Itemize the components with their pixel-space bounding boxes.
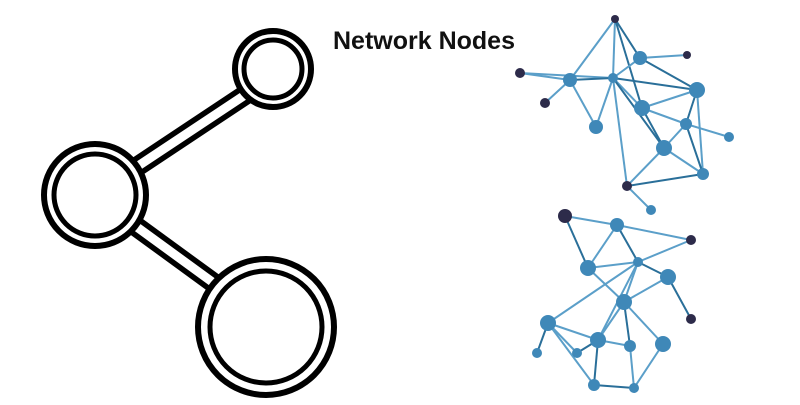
network-node xyxy=(515,68,525,78)
network-node xyxy=(656,140,672,156)
network-edge xyxy=(614,18,641,59)
network-node xyxy=(655,336,671,352)
network-edge xyxy=(637,239,692,263)
network-node xyxy=(540,98,550,108)
network-node xyxy=(633,51,647,65)
network-edge xyxy=(587,261,639,269)
network-node xyxy=(724,132,734,142)
network-node xyxy=(610,218,624,232)
network-edge xyxy=(616,224,639,263)
network-node xyxy=(646,205,656,215)
network-edges xyxy=(519,18,730,389)
network-edge xyxy=(612,18,616,79)
network-edge xyxy=(629,345,635,389)
network-node xyxy=(680,118,692,130)
network-node xyxy=(624,340,636,352)
network-node xyxy=(660,269,676,285)
network-node xyxy=(590,332,606,348)
network-edge xyxy=(623,276,669,303)
network-node xyxy=(686,314,696,324)
network-node xyxy=(622,181,632,191)
network-edge xyxy=(685,123,704,175)
network-edge xyxy=(639,57,698,91)
network-node xyxy=(683,51,691,59)
network-edge xyxy=(626,185,652,211)
network-nodes xyxy=(515,15,734,393)
network-edge xyxy=(595,77,614,128)
network-node xyxy=(558,209,572,223)
network-node xyxy=(572,348,582,358)
network-node xyxy=(697,168,709,180)
network-edge xyxy=(547,322,595,386)
network-edge xyxy=(641,89,698,109)
network-node xyxy=(588,379,600,391)
page-title: Network Nodes xyxy=(333,27,515,55)
network-node xyxy=(589,120,603,134)
network-edge xyxy=(623,301,664,345)
network-node xyxy=(532,348,542,358)
network-node xyxy=(563,73,577,87)
network-node xyxy=(633,257,643,267)
share-icon-node-top xyxy=(232,28,314,110)
network-graph xyxy=(515,15,734,393)
network-node xyxy=(580,260,596,276)
network-edge xyxy=(569,18,616,81)
network-node xyxy=(689,82,705,98)
network-edge xyxy=(639,54,688,59)
share-icon-connector-bottom xyxy=(120,212,236,302)
network-edge xyxy=(593,384,635,389)
network-node xyxy=(634,100,650,116)
network-edge xyxy=(547,261,639,324)
network-node xyxy=(616,294,632,310)
network-edge xyxy=(616,224,692,241)
network-edge xyxy=(569,77,614,81)
network-node xyxy=(608,73,618,83)
share-icon-node-left xyxy=(41,141,149,249)
network-edge xyxy=(564,215,618,226)
network-edge xyxy=(685,123,730,138)
network-edge xyxy=(626,173,704,187)
network-edge xyxy=(587,224,618,269)
network-edge xyxy=(547,322,599,341)
share-icon-connector-top xyxy=(122,85,255,180)
network-edge xyxy=(614,18,643,109)
network-node xyxy=(629,383,639,393)
network-edge xyxy=(587,267,625,303)
share-icon xyxy=(41,28,337,398)
network-node xyxy=(540,315,556,331)
network-edge xyxy=(696,89,704,175)
network-edge xyxy=(612,77,698,91)
share-icon-node-bottom xyxy=(195,256,337,398)
network-edge xyxy=(626,147,665,187)
network-node xyxy=(686,235,696,245)
network-edge xyxy=(612,77,628,187)
network-edge xyxy=(569,79,597,128)
network-edge xyxy=(564,215,589,269)
network-node xyxy=(611,15,619,23)
network-edge xyxy=(633,343,664,389)
